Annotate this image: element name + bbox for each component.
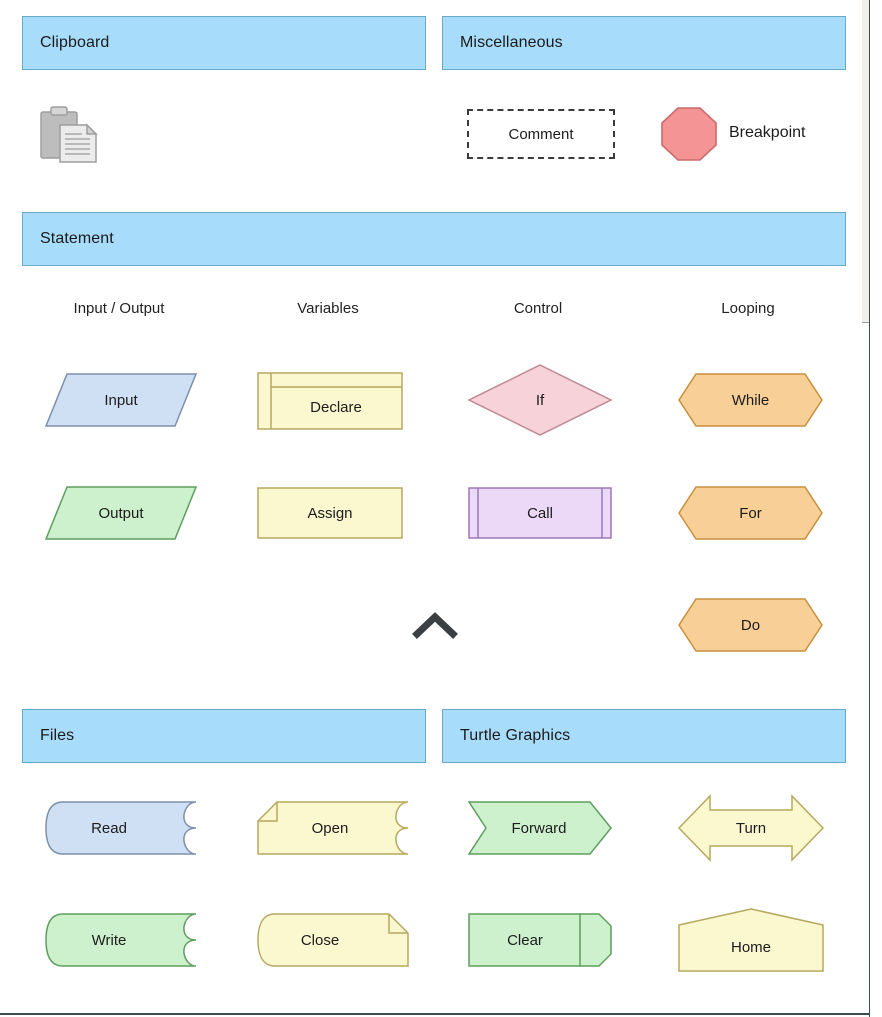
panel-edge-shadow (862, 0, 869, 323)
shape-output[interactable]: Output (44, 486, 198, 540)
column-caption-variables: Variables (297, 300, 359, 317)
shape-breakpoint[interactable] (660, 106, 718, 162)
group-header-miscellaneous[interactable]: Miscellaneous (442, 16, 846, 70)
shape-declare[interactable]: Declare (257, 372, 403, 430)
panel-bottom-border (0, 1013, 869, 1015)
group-header-statement[interactable]: Statement (22, 212, 846, 266)
shape-turn[interactable]: Turn (677, 794, 825, 862)
shape-open[interactable]: Open (257, 801, 409, 855)
clipboard-paste-icon[interactable] (38, 104, 102, 166)
group-header-clipboard[interactable]: Clipboard (22, 16, 426, 70)
shape-if[interactable]: If (467, 364, 613, 436)
group-header-turtle-graphics[interactable]: Turtle Graphics (442, 709, 846, 763)
shape-forward[interactable]: Forward (467, 801, 612, 855)
shape-read[interactable]: Read (45, 801, 197, 855)
group-title-clipboard: Clipboard (40, 34, 110, 51)
column-caption-control: Control (513, 300, 563, 317)
shape-comment[interactable]: Comment (467, 109, 615, 159)
shape-write[interactable]: Write (45, 913, 197, 967)
shape-assign[interactable]: Assign (257, 487, 403, 539)
column-caption-looping: Looping (721, 300, 775, 317)
group-title-miscellaneous: Miscellaneous (460, 34, 563, 51)
shape-home[interactable]: Home (678, 908, 824, 972)
shape-input[interactable]: Input (44, 373, 198, 427)
right-scroll-rail[interactable] (869, 0, 882, 1017)
shape-for[interactable]: For (678, 486, 823, 540)
shape-label-comment: Comment (508, 125, 574, 143)
group-title-statement: Statement (40, 230, 114, 247)
shape-while[interactable]: While (678, 373, 823, 427)
shape-call[interactable]: Call (468, 487, 612, 539)
shape-close[interactable]: Close (257, 913, 409, 967)
column-caption-input-output: Input / Output (73, 300, 165, 317)
group-header-files[interactable]: Files (22, 709, 426, 763)
shape-do[interactable]: Do (678, 598, 823, 652)
shape-clear[interactable]: Clear (468, 913, 612, 967)
group-title-turtle-graphics: Turtle Graphics (460, 727, 571, 744)
chevron-up-icon[interactable] (412, 610, 458, 639)
shape-label-breakpoint: Breakpoint (729, 124, 806, 141)
group-title-files: Files (40, 727, 75, 744)
